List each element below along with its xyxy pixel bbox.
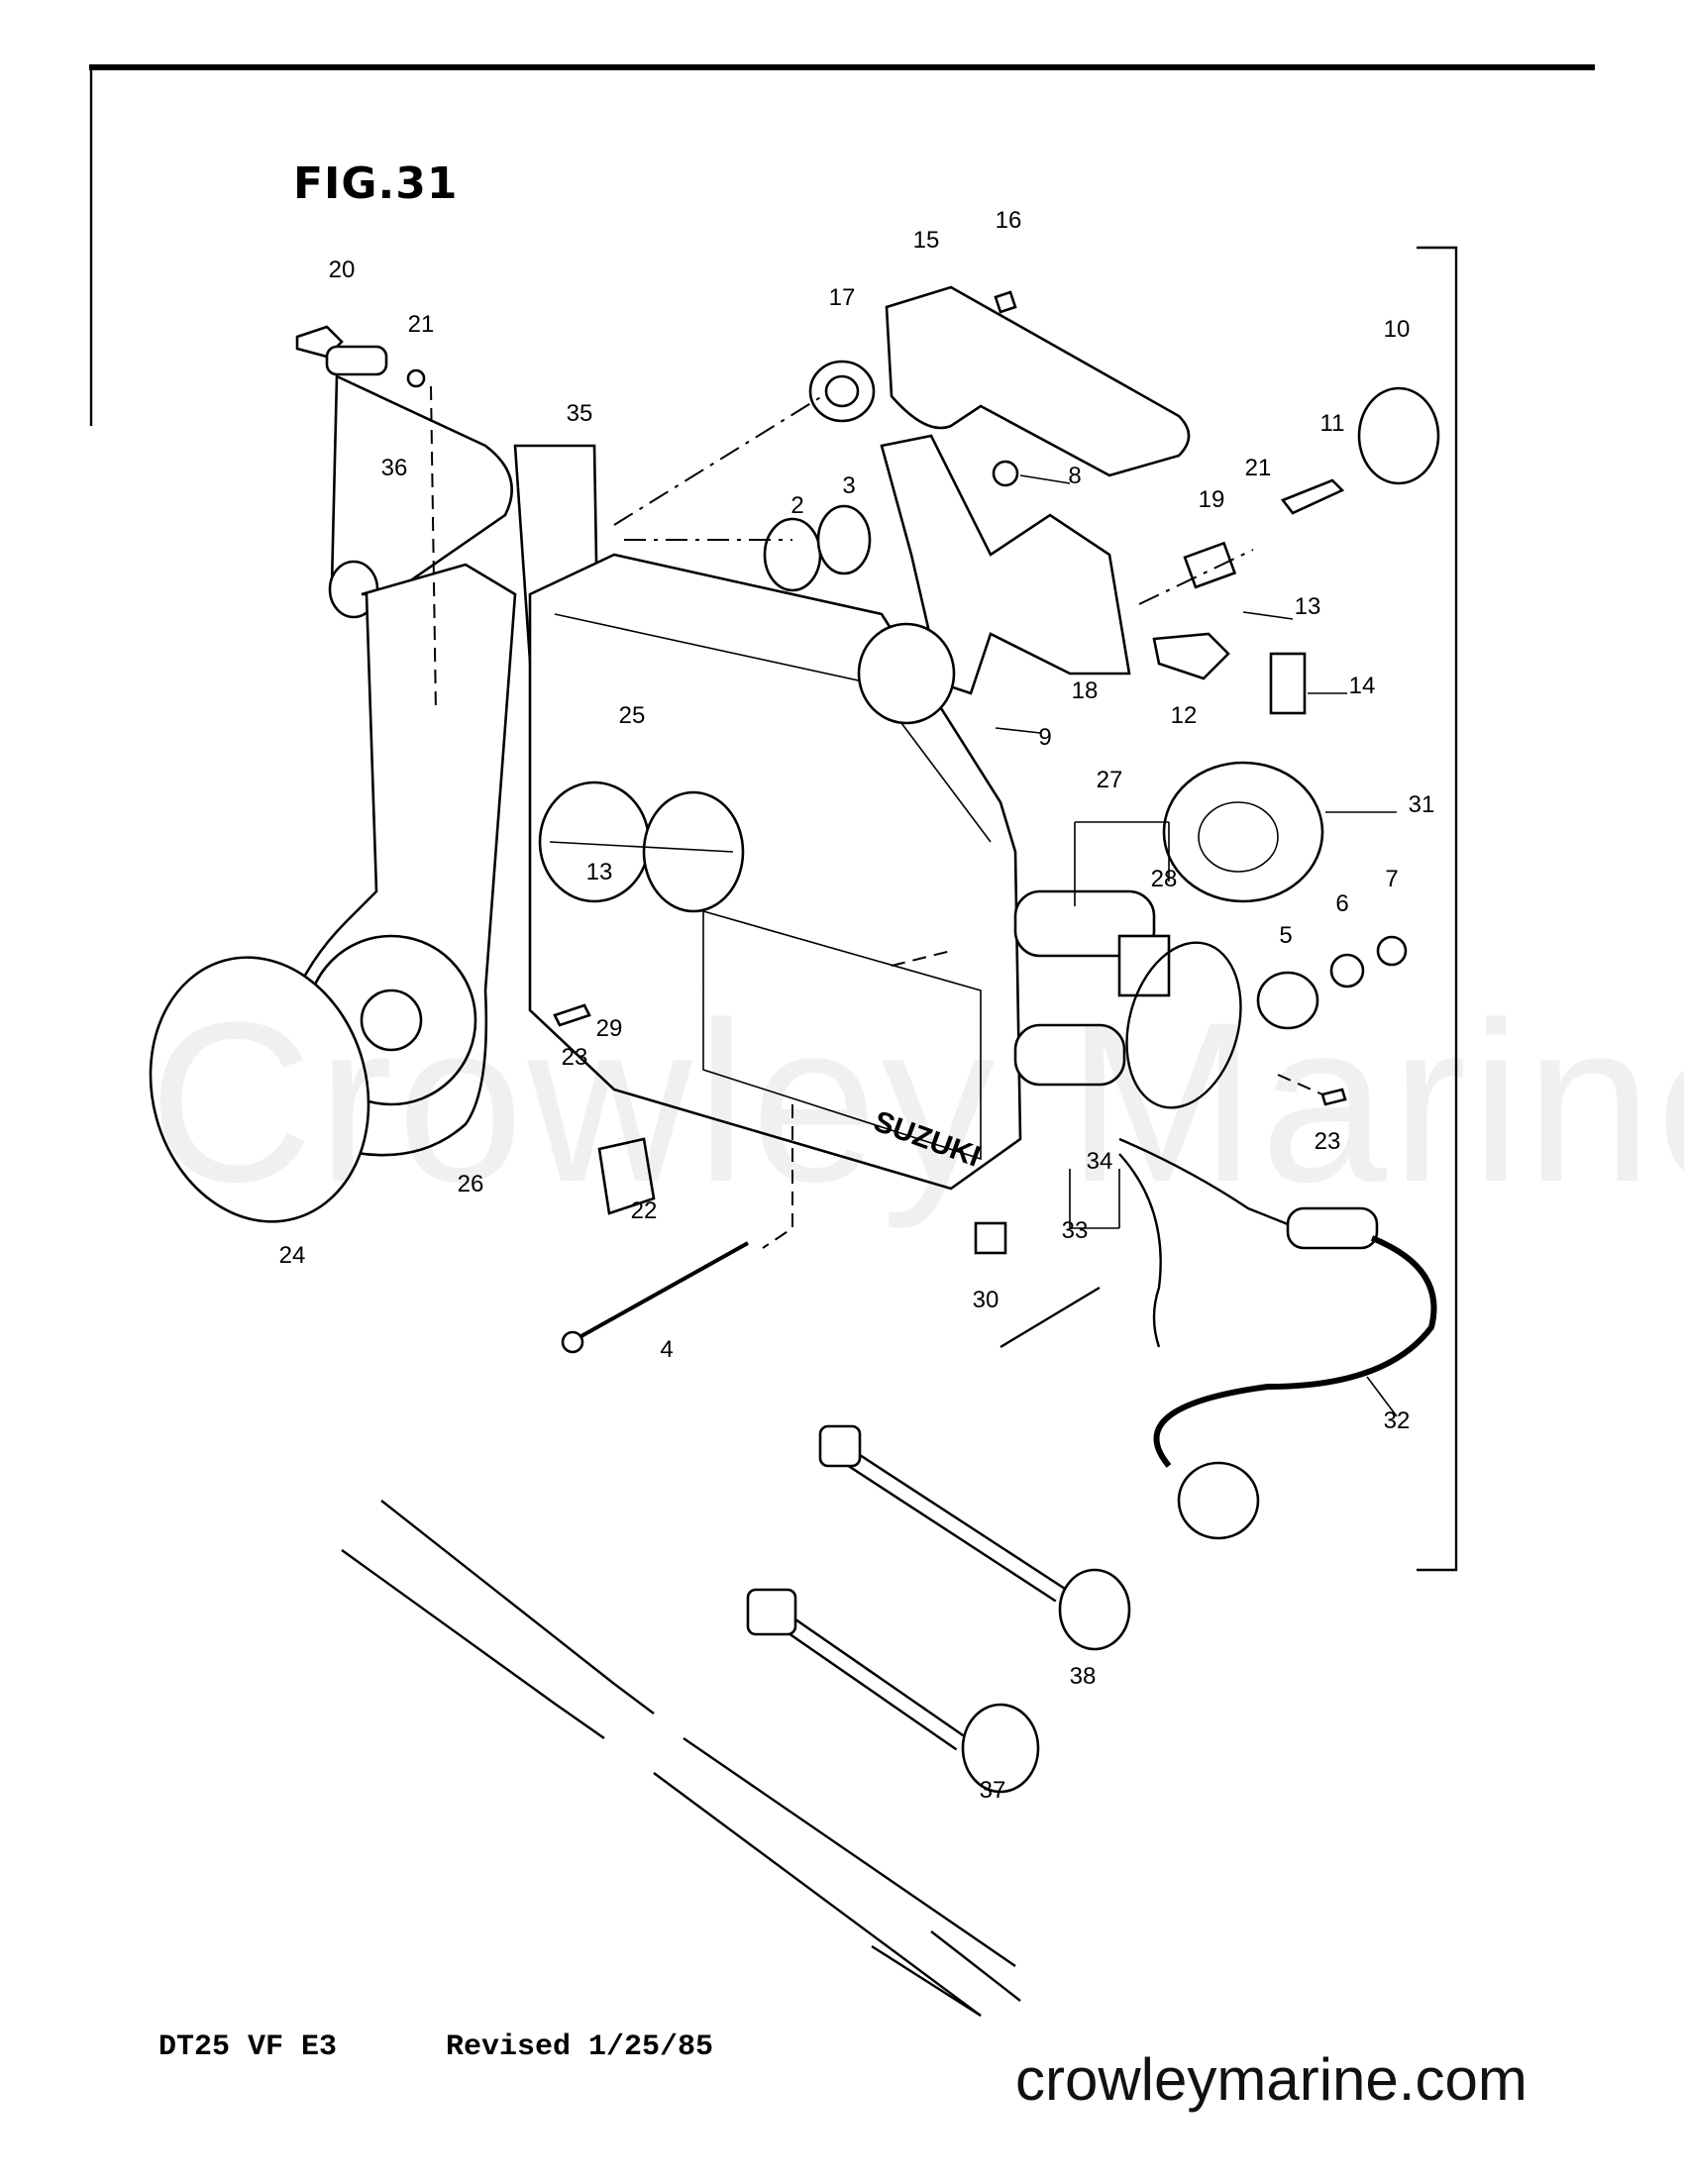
lanyard-loop (1125, 941, 1242, 1109)
part-12-stopper-arm (1152, 632, 1230, 680)
callout-21: 21 (408, 311, 435, 338)
callout-19: 19 (1199, 486, 1225, 513)
callout-12: 12 (1171, 702, 1198, 729)
part-38-extension-harness (818, 1424, 1131, 1651)
leader-8 (1019, 474, 1071, 484)
callout-23: 23 (562, 1044, 588, 1071)
bracket-33 (1069, 1169, 1120, 1229)
callout-15: 15 (913, 227, 940, 254)
part-33-wire-harness (1000, 1137, 1379, 1349)
bracket-27 (1074, 821, 1170, 906)
part-37-extension-harness (746, 1588, 1040, 1794)
footer-model: DT25 VF E3 (158, 2030, 338, 2064)
part-30-cap (974, 1221, 1007, 1255)
part-32-harness-cable (1153, 1235, 1437, 1468)
callout-16: 16 (996, 207, 1022, 234)
callout-6: 6 (1335, 890, 1348, 917)
leader-line (1138, 549, 1254, 605)
part-6-washer (1329, 953, 1365, 988)
part-23-screw-right (1320, 1088, 1347, 1106)
part-19-bracket (1183, 541, 1237, 589)
part-23-screw-left (553, 1003, 591, 1027)
callout-21: 21 (1245, 455, 1272, 481)
callout-13: 13 (1295, 593, 1321, 620)
callout-26: 26 (458, 1171, 484, 1197)
figure-title: FIG.31 (293, 158, 459, 209)
callout-23: 23 (1315, 1128, 1341, 1155)
callout-35: 35 (567, 400, 593, 427)
part-24-lever-cover (149, 956, 370, 1223)
part-8-nut (992, 460, 1019, 487)
part-22-bracket (597, 1137, 656, 1215)
part-28-switch-plug (1117, 934, 1171, 997)
callout-7: 7 (1385, 866, 1398, 892)
callout-14: 14 (1349, 673, 1376, 699)
part-20-neutral-knob (295, 325, 388, 376)
callout-18: 18 (1072, 677, 1099, 704)
callout-36: 36 (381, 455, 408, 481)
part-2-cam (763, 517, 822, 592)
callout-38: 38 (1070, 1663, 1097, 1690)
part-21-clip (406, 368, 426, 388)
part-9-washer (857, 622, 956, 725)
callout-10: 10 (1384, 316, 1411, 343)
harness-plug-connector (1177, 1461, 1260, 1540)
callout-24: 24 (279, 1242, 306, 1269)
callout-31: 31 (1409, 791, 1435, 818)
part-10-clamp-ring (1357, 386, 1440, 485)
callout-17: 17 (829, 284, 856, 311)
site-url[interactable]: crowleymarine.com (1015, 2046, 1527, 2113)
callout-28: 28 (1151, 866, 1178, 892)
watermark-text: Crowley Marine (149, 975, 1684, 1229)
leader-line (891, 950, 952, 967)
callout-34: 34 (1087, 1148, 1113, 1175)
part-3-collar (816, 504, 872, 575)
callout-27: 27 (1097, 767, 1123, 793)
part-4-through-bolt (561, 1241, 749, 1354)
leader-13 (1242, 611, 1294, 620)
part-14-neutral-switch (1269, 652, 1307, 715)
callout-29: 29 (596, 1015, 623, 1042)
callout-20: 20 (329, 257, 356, 283)
callout-2: 2 (790, 492, 803, 519)
callout-37: 37 (980, 1777, 1006, 1804)
callout-22: 22 (631, 1197, 658, 1224)
leader-9 (995, 727, 1041, 734)
callout-11: 11 (1320, 410, 1345, 437)
callout-25: 25 (619, 702, 646, 729)
part-25-gear-assembly (538, 780, 745, 913)
leader-line (1277, 1074, 1323, 1095)
part-36-handle-grip (328, 373, 513, 619)
part-34-stop-switch (1013, 1023, 1126, 1087)
right-bracket (1417, 246, 1458, 1572)
part-11-bolt (1280, 478, 1345, 515)
leader-32 (1366, 1376, 1398, 1417)
callout-13: 13 (586, 859, 613, 885)
callout-9: 9 (1038, 724, 1051, 751)
part-15-throttle-plate (885, 285, 1191, 477)
part-7-nut (1376, 935, 1408, 967)
part-5-spacer (1256, 971, 1319, 1030)
part-16-screw (994, 290, 1017, 314)
callout-4: 4 (660, 1336, 673, 1363)
callout-8: 8 (1068, 463, 1081, 489)
callout-5: 5 (1279, 922, 1292, 949)
callout-32: 32 (1384, 1407, 1411, 1434)
part-31-switch-cover (1162, 761, 1324, 903)
control-cables (341, 1500, 1021, 2018)
callout-33: 33 (1062, 1217, 1089, 1244)
callout-30: 30 (973, 1287, 1000, 1313)
footer-revised: Revised 1/25/85 (446, 2030, 714, 2064)
callout-3: 3 (842, 472, 855, 499)
leader-line (430, 385, 437, 714)
